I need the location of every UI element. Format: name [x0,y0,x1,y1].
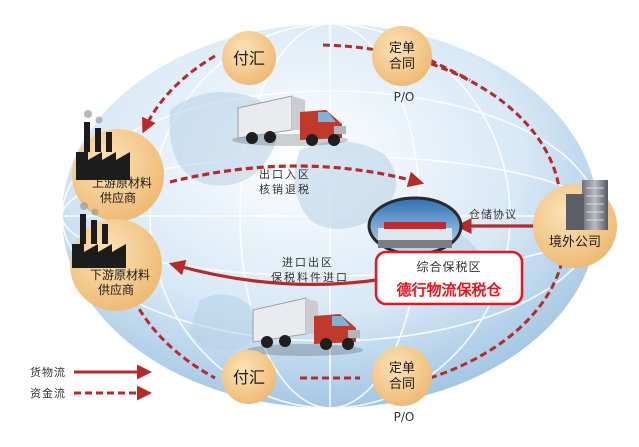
upstream-label-2: 供应商 [100,190,136,205]
truck-bottom-icon [247,297,363,356]
order-node-top: 定单 合同 [372,26,432,86]
payment-node-bottom: 付汇 [222,350,276,404]
import-label-2: 保税料件进口 [271,270,349,284]
export-label-1: 出口入区 [259,167,311,181]
order-node-bottom: 定单 合同 [372,346,432,406]
payment-node-top: 付汇 [222,31,276,85]
po-top-label: P/O [394,90,415,104]
downstream-label-2: 供应商 [98,282,134,297]
truck-top-icon [232,95,348,146]
bonded-zone-photo [367,196,463,256]
export-label-2: 核销退税 [259,182,311,196]
bonded-zone-label: 综合保税区 [416,259,481,274]
legend-funds-label: 资金流 [30,386,66,400]
legend: 货物流 资金流 [30,364,152,401]
storage-agreement-label: 仓储协议 [469,207,517,221]
bonded-zone-box: 综合保税区 德行物流保税仓 [374,250,524,306]
funds-flow-bottom-left [118,257,216,380]
building-icon [566,180,608,230]
import-label-1: 进口出区 [282,255,334,269]
funds-flow-bottom-right [429,244,567,380]
funds-flow-top-right [319,43,562,196]
order-bottom-label-2: 合同 [389,377,415,392]
funds-flow-top-left [142,54,216,134]
downstream-label-1: 下游原材料 [90,268,150,282]
funds-flow-order-top [429,58,471,82]
order-top-label-1: 定单 [389,41,415,56]
bonded-warehouse-highlight: 德行物流保税仓 [396,281,502,299]
payment-bottom-label: 付汇 [233,368,265,387]
po-bottom-label: P/O [394,410,415,424]
order-bottom-label-1: 定单 [389,361,415,376]
downstream-supplier-node: 下游原材料 供应商 [70,202,162,311]
overseas-company-node: 境外公司 [533,180,617,268]
upstream-label-1: 上游原材料 [92,176,152,190]
overseas-label: 境外公司 [549,235,601,250]
factory-top-icon [76,110,130,180]
legend-goods-label: 货物流 [30,365,66,379]
export-flow-arrow [169,164,425,188]
factory-bottom-icon [72,202,126,268]
order-top-label-2: 合同 [389,57,415,72]
upstream-supplier-node: 上游原材料 供应商 [72,110,164,221]
payment-top-label: 付汇 [233,49,265,68]
